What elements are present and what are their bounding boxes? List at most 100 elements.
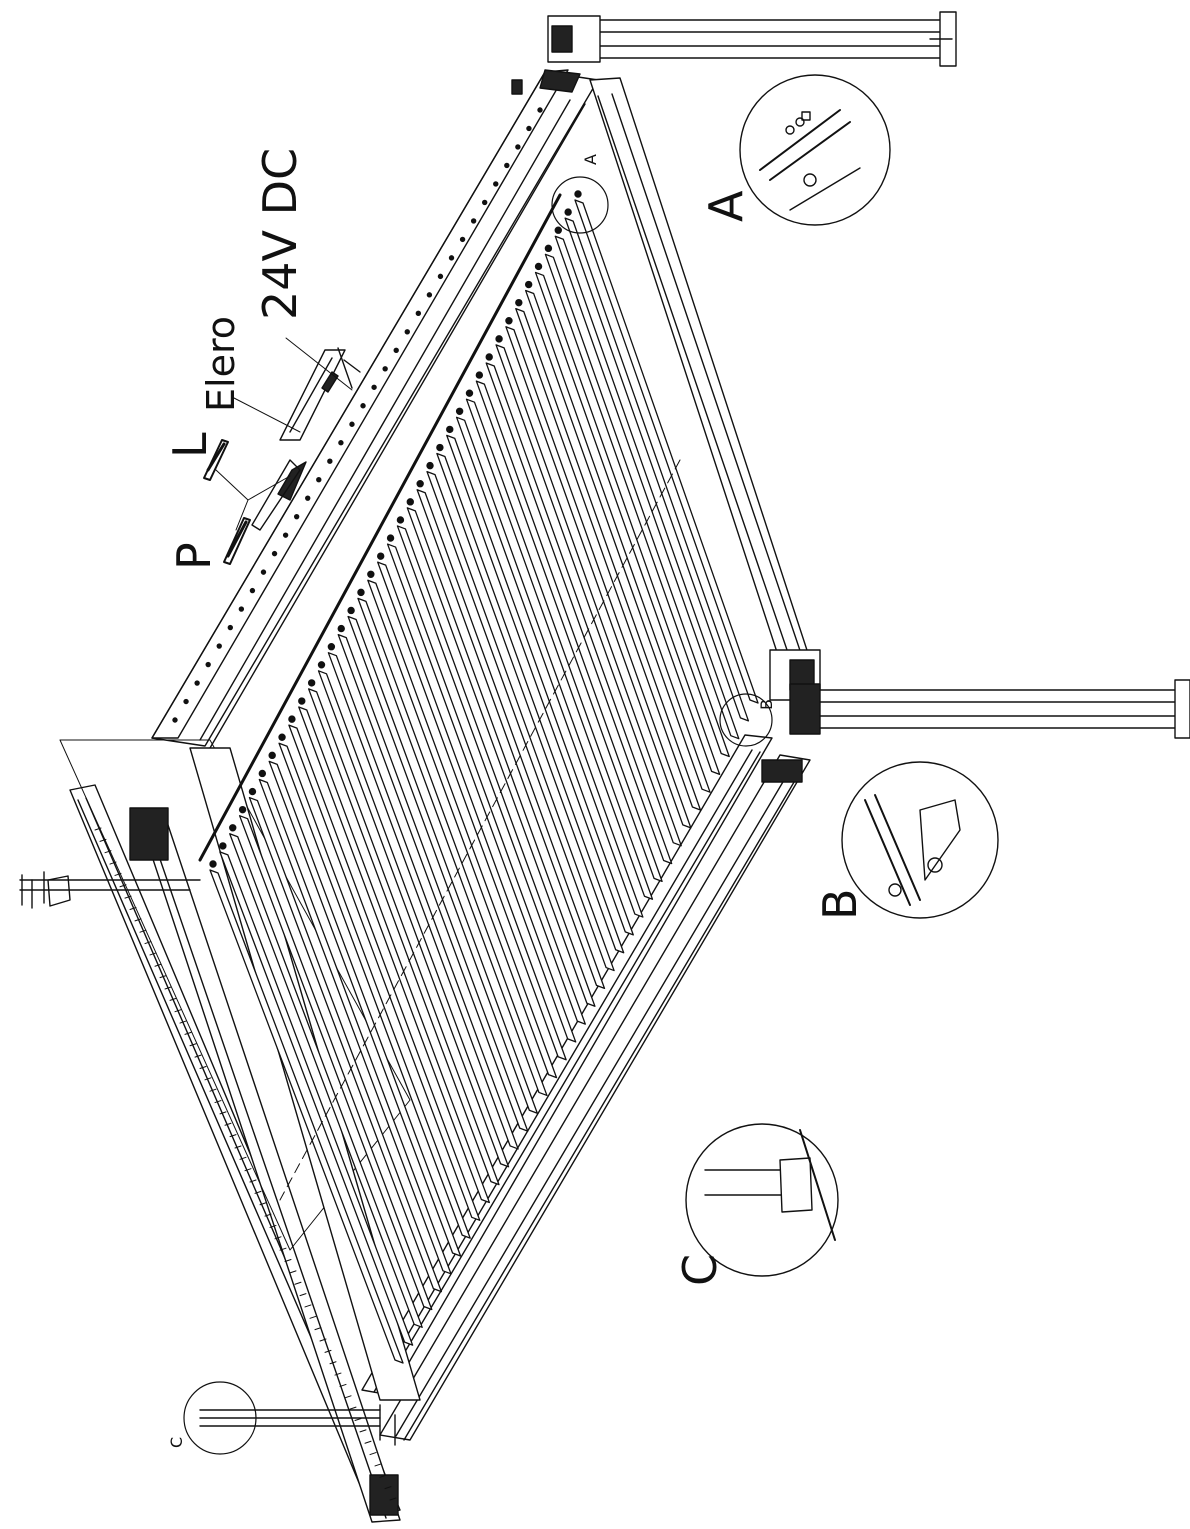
louver-array <box>198 190 759 1364</box>
louver-slat <box>525 289 711 793</box>
rail-tooth <box>448 255 455 261</box>
louver-drive-bar <box>198 193 562 862</box>
motor-label-leaders <box>233 337 353 433</box>
louver-slat <box>258 778 452 1275</box>
connector-left <box>203 439 229 481</box>
rail-tooth <box>289 1270 297 1274</box>
rail-tooth <box>134 918 142 922</box>
rail-tooth <box>238 606 245 612</box>
rail-tooth <box>229 1134 237 1138</box>
rail-tooth <box>314 1327 322 1331</box>
rail-tooth <box>284 1259 292 1263</box>
rail-tooth <box>184 1031 192 1035</box>
post-top-right <box>547 11 957 67</box>
rail-tooth <box>415 310 422 317</box>
rail-tooth <box>360 403 366 409</box>
louver-pivot-pin <box>574 190 582 198</box>
rail-tooth <box>327 458 333 464</box>
detail-a-view <box>739 74 891 226</box>
louver-slat <box>219 851 414 1346</box>
beam-rear-right <box>151 69 599 749</box>
rail-tooth <box>249 587 256 594</box>
louver-slat <box>426 470 615 972</box>
louver-slat <box>248 796 443 1293</box>
louver-pivot-pin <box>515 298 523 307</box>
rail-tooth <box>338 440 344 446</box>
rail-tooth <box>279 1247 287 1251</box>
rail-tooth <box>154 963 162 967</box>
rail-tooth <box>205 661 211 668</box>
rail-tooth <box>271 550 278 557</box>
rail-tooth <box>139 929 147 933</box>
louver-slat <box>544 253 730 758</box>
rail-tooth <box>382 366 388 372</box>
rail-tooth <box>174 1009 182 1013</box>
louver-pivot-pin <box>554 226 562 234</box>
louver-pivot-pin <box>406 498 414 506</box>
louver-slat <box>465 398 654 900</box>
rail-tooth <box>249 1179 257 1183</box>
rail-tooth <box>437 273 444 280</box>
louver-pivot-pin <box>455 407 464 415</box>
louver-slat <box>229 833 423 1328</box>
beam-rear-left <box>69 784 401 1523</box>
rail-tooth <box>374 1463 382 1467</box>
rail-tooth <box>172 717 178 723</box>
louver-pivot-pin <box>337 624 345 633</box>
rail-tooth <box>304 1304 312 1308</box>
louver-pivot-pin <box>495 335 503 343</box>
rail-tooth <box>209 1088 217 1092</box>
rail-tooth <box>204 1077 212 1081</box>
louver-slat <box>515 307 702 811</box>
rail-tooth <box>199 1065 207 1069</box>
louver-pivot-pin <box>219 842 227 850</box>
rail-tooth <box>294 1281 302 1285</box>
label-detail-a: A <box>699 190 753 222</box>
louver-slat <box>574 199 759 704</box>
louver-pivot-pin <box>534 262 543 271</box>
louver-slat <box>357 597 548 1097</box>
louver-slat <box>367 579 558 1079</box>
louver-pivot-pin <box>436 443 444 452</box>
rail-tooth <box>149 952 157 956</box>
louver-slat <box>554 235 740 740</box>
rail-tooth <box>459 236 466 243</box>
rail-tooth <box>244 1168 252 1172</box>
rail-tooth <box>364 1440 372 1444</box>
louver-pivot-pin <box>258 769 267 778</box>
rail-tooth <box>526 125 532 132</box>
louver-slat <box>288 724 481 1221</box>
louver-pivot-pin <box>544 244 553 253</box>
rail-tooth <box>305 495 311 501</box>
rail-tooth <box>159 975 167 979</box>
louver-pivot-pin <box>426 461 434 470</box>
louver-pivot-pin <box>524 280 533 289</box>
louver-slat <box>337 633 529 1132</box>
callout-label-b: B <box>757 699 776 710</box>
rail-tooth <box>493 181 499 187</box>
motor-assembly <box>251 347 361 531</box>
louver-pivot-pin <box>248 787 257 796</box>
callout-label-c: C <box>167 1437 186 1448</box>
center-line <box>279 459 681 1201</box>
rail-tooth <box>144 941 152 945</box>
rail-tooth <box>254 1190 262 1194</box>
louver-pivot-pin <box>347 606 355 615</box>
louver-pivot-pin <box>475 371 484 379</box>
rail-tooth <box>537 107 543 113</box>
louver-slat <box>446 434 634 936</box>
rail-tooth <box>504 162 510 169</box>
rail-tooth <box>179 1020 187 1024</box>
louver-slat <box>377 561 567 1061</box>
label-voltage: 24V DC <box>253 148 307 320</box>
rail-tooth <box>369 1452 377 1456</box>
rail-tooth <box>124 895 132 899</box>
rail-tooth <box>274 1236 282 1240</box>
callout-circles <box>183 176 773 1455</box>
louver-pivot-pin <box>396 516 405 524</box>
louver-pivot-pin <box>238 805 247 814</box>
rail-tooth <box>359 1429 367 1433</box>
rail-tooth <box>470 218 477 224</box>
